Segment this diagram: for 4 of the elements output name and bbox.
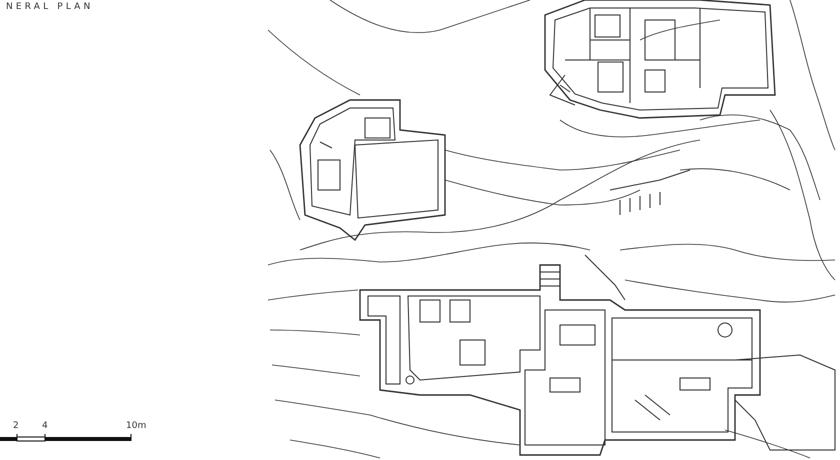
scale-label: 4 <box>42 421 48 432</box>
plan-title: NERAL PLAN <box>6 1 94 13</box>
scale-label: 10m <box>126 421 146 432</box>
scale-label: 2 <box>13 421 19 432</box>
